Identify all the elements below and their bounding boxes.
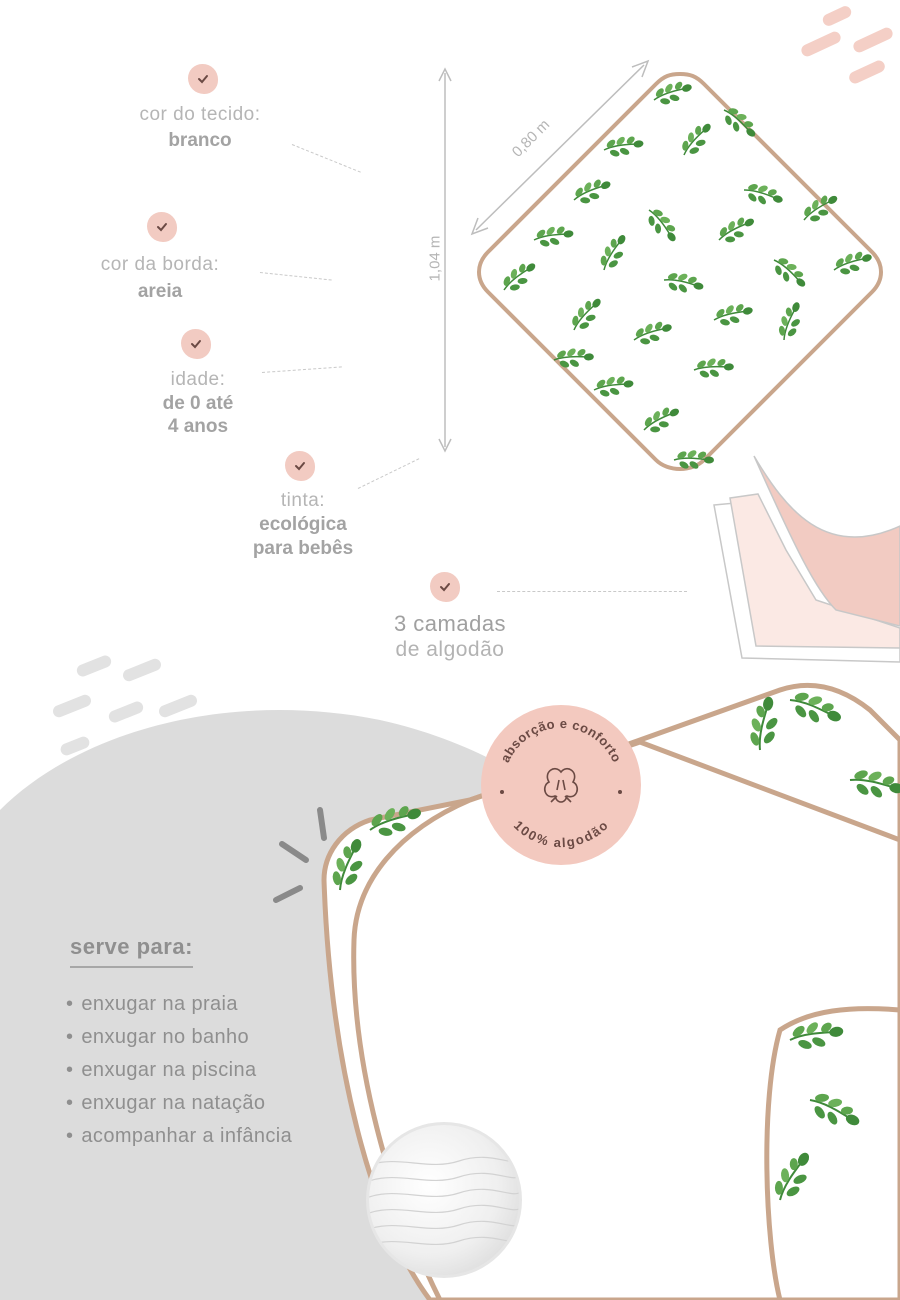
connector-line — [357, 458, 420, 489]
cotton-badge: absorção e conforto 100% algodão — [476, 700, 646, 870]
uses-list: enxugar na praia enxugar no banho enxuga… — [66, 988, 292, 1153]
connector-line — [497, 591, 687, 592]
connector-line — [291, 144, 361, 173]
list-item: enxugar no banho — [66, 1021, 292, 1054]
check-icon — [430, 572, 460, 602]
fabric-texture-closeup — [366, 1122, 522, 1278]
feature-label: cor da borda: — [100, 254, 220, 275]
dimension-arrows — [438, 59, 650, 453]
layers-line2: de algodão — [395, 638, 505, 661]
uses-section: serve para: — [70, 934, 193, 968]
feature-value: branco — [168, 130, 232, 151]
list-item: acompanhar a infância — [66, 1120, 292, 1153]
feature-value-line2: 4 anos — [167, 416, 229, 437]
connector-line — [259, 272, 332, 281]
feature-value-line2: para bebês — [252, 538, 354, 559]
check-icon — [285, 451, 315, 481]
sparkle-lines — [273, 807, 327, 903]
check-icon — [147, 212, 177, 242]
cotton-flower-icon — [543, 767, 579, 803]
uses-title: serve para: — [70, 934, 193, 968]
list-item: enxugar na natação — [66, 1087, 292, 1120]
towel-product-image — [477, 71, 883, 472]
check-icon — [188, 64, 218, 94]
feature-label: idade: — [170, 369, 226, 390]
feature-value: areia — [137, 281, 183, 302]
feature-label: tinta: — [280, 490, 326, 511]
check-icon — [181, 329, 211, 359]
fabric-layers-illustration — [713, 455, 900, 663]
list-item: enxugar na praia — [66, 988, 292, 1021]
list-item: enxugar na piscina — [66, 1054, 292, 1087]
layers-line1: 3 camadas — [393, 611, 507, 636]
feature-value-line1: de 0 até — [162, 393, 234, 414]
feature-label: cor do tecido: — [139, 104, 261, 125]
feature-value-line1: ecológica — [259, 514, 347, 535]
height-label: 1,04 m — [426, 235, 444, 282]
